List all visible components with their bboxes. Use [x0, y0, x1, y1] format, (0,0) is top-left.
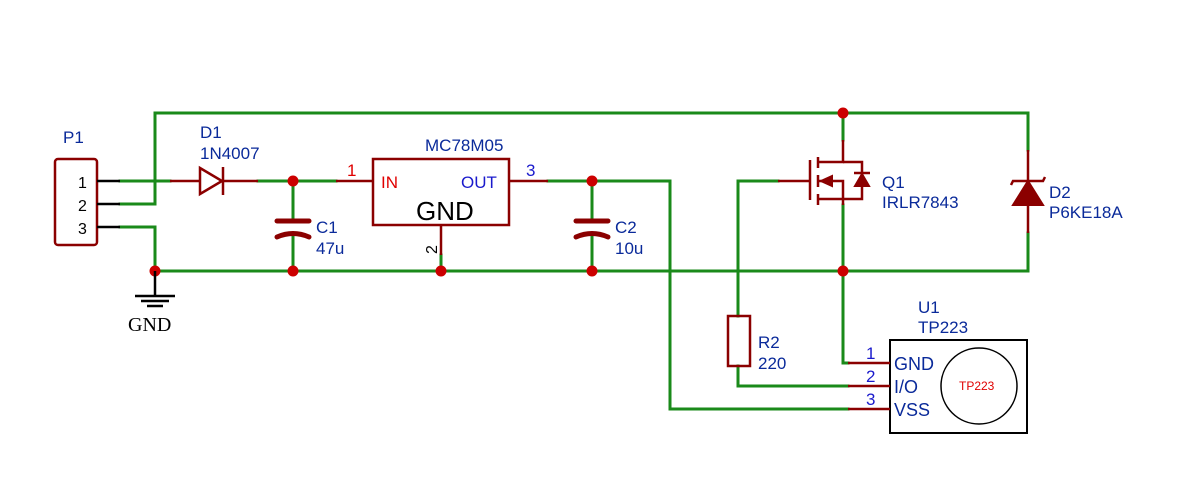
wire-top-rail	[153, 111, 1030, 206]
d1-value: 1N4007	[200, 144, 260, 163]
d1-triangle	[198, 165, 225, 197]
u1-pin1-num: 1	[866, 344, 875, 363]
regulator-in-pin-num: 1	[347, 161, 356, 180]
ground-symbol: GND	[128, 271, 175, 336]
u1-ref: U1	[918, 298, 940, 317]
junction-dot	[287, 265, 299, 277]
module-u1[interactable]: U1 TP223 1 2 3 GND I/O VSS TP223	[848, 298, 1028, 434]
u1-touch-pad	[940, 347, 1018, 425]
r2-body	[726, 314, 752, 368]
q1-source	[818, 197, 845, 205]
wire-p1-pin3	[118, 225, 157, 273]
d2-bar	[1009, 176, 1047, 186]
regulator-out-label: OUT	[461, 173, 497, 192]
p1-pin1-num: 1	[78, 175, 87, 192]
d2-value: P6KE18A	[1049, 203, 1123, 222]
r2-ref: R2	[758, 333, 780, 352]
regulator-mc78m05[interactable]: MC78M05 1 IN OUT 3 GND 2	[336, 136, 548, 255]
gnd-label: GND	[128, 314, 171, 336]
wire-r2-gate	[736, 179, 780, 318]
d2-triangle	[1011, 179, 1045, 206]
p1-ref: P1	[63, 128, 84, 147]
q1-diode-triangle	[853, 172, 871, 187]
mosfet-q1[interactable]: Q1 IRLR7843	[778, 140, 959, 212]
diode-d1[interactable]: D1 1N4007	[170, 123, 260, 197]
u1-pin3-name: VSS	[894, 400, 930, 420]
q1-arrow	[818, 174, 833, 188]
capacitor-c2[interactable]: C2 10u	[573, 218, 643, 258]
p1-pin2-num: 2	[78, 198, 87, 215]
u1-pin3-num: 3	[866, 390, 875, 409]
p1-body	[53, 157, 99, 247]
c1-value: 47u	[316, 239, 344, 258]
wire-q1-source	[841, 203, 850, 365]
junction-dot	[435, 265, 447, 277]
resistor-r2[interactable]: R2 220	[726, 314, 786, 373]
r2-value: 220	[758, 354, 786, 373]
c2-value: 10u	[615, 239, 643, 258]
c2-plate-bottom	[573, 231, 611, 240]
wire-5v-out	[546, 179, 850, 411]
junction-dot	[586, 175, 598, 187]
c2-ref: C2	[615, 218, 637, 237]
regulator-gnd-label: GND	[416, 196, 474, 226]
q1-value: IRLR7843	[882, 193, 959, 212]
u1-pin2-num: 2	[866, 367, 875, 386]
regulator-out-pin-num: 3	[526, 161, 535, 180]
junction-dot	[287, 175, 299, 187]
regulator-name: MC78M05	[425, 136, 503, 155]
junction-dot	[837, 107, 849, 119]
p1-pin3-num: 3	[78, 221, 87, 238]
connector-p1[interactable]: P1 1 2 3	[53, 128, 120, 247]
d2-ref: D2	[1049, 183, 1071, 202]
u1-pin1-name: GND	[894, 354, 934, 374]
u1-chip-label: TP223	[959, 379, 995, 393]
wire-r2-io	[736, 364, 850, 388]
regulator-in-label: IN	[381, 173, 398, 192]
junctions	[149, 107, 849, 277]
d1-ref: D1	[200, 123, 222, 142]
u1-pin2-name: I/O	[894, 377, 918, 397]
junction-dot	[586, 265, 598, 277]
c1-plate-bottom	[274, 231, 312, 240]
u1-value: TP223	[918, 318, 968, 337]
q1-drain	[818, 140, 845, 164]
diode-d2[interactable]: D2 P6KE18A	[1009, 150, 1123, 233]
junction-dot	[837, 265, 849, 277]
q1-ref: Q1	[882, 173, 905, 192]
c1-ref: C1	[316, 218, 338, 237]
regulator-gnd-pin-num: 2	[424, 245, 441, 254]
capacitor-c1[interactable]: C1 47u	[274, 218, 344, 258]
